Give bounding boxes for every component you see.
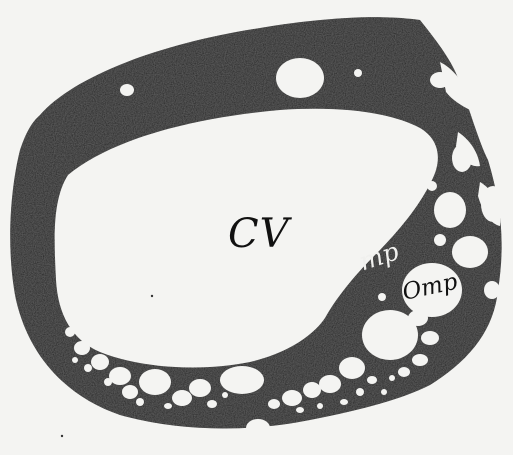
pore <box>381 389 387 395</box>
pore <box>452 236 488 268</box>
pore <box>317 403 323 409</box>
pore <box>109 367 131 385</box>
pore <box>268 399 280 409</box>
pore <box>189 379 211 397</box>
pore <box>408 310 428 326</box>
pore <box>276 58 324 98</box>
pore <box>481 186 505 222</box>
pore <box>339 357 365 379</box>
pore <box>207 400 217 408</box>
pore <box>340 399 348 405</box>
pore <box>452 144 472 172</box>
speck <box>61 435 63 437</box>
pore <box>84 364 92 372</box>
pore <box>172 390 192 406</box>
pore <box>427 181 437 191</box>
pore <box>296 407 304 413</box>
pore <box>91 354 109 370</box>
pore <box>389 375 395 381</box>
speck <box>151 295 153 297</box>
pore <box>104 378 112 386</box>
pore <box>65 327 75 337</box>
pore <box>484 281 500 299</box>
pore <box>222 392 228 398</box>
pore <box>72 357 78 363</box>
pore <box>303 382 321 398</box>
pore <box>319 375 341 393</box>
pore <box>367 376 377 384</box>
bottom-notch <box>246 419 270 437</box>
pore <box>282 390 302 406</box>
pore <box>139 369 171 395</box>
pore <box>434 192 466 228</box>
pore <box>430 72 450 88</box>
pore <box>412 354 428 366</box>
pore <box>354 69 362 77</box>
pore <box>421 331 439 345</box>
pore <box>356 388 364 396</box>
pore <box>378 293 386 301</box>
pore <box>136 398 144 406</box>
pore <box>120 84 134 96</box>
pore <box>434 234 446 246</box>
pore <box>220 366 264 394</box>
pore <box>398 367 410 377</box>
cv-label: CV <box>228 214 290 254</box>
pore <box>164 403 172 409</box>
pore <box>122 385 138 399</box>
pore <box>74 341 90 355</box>
